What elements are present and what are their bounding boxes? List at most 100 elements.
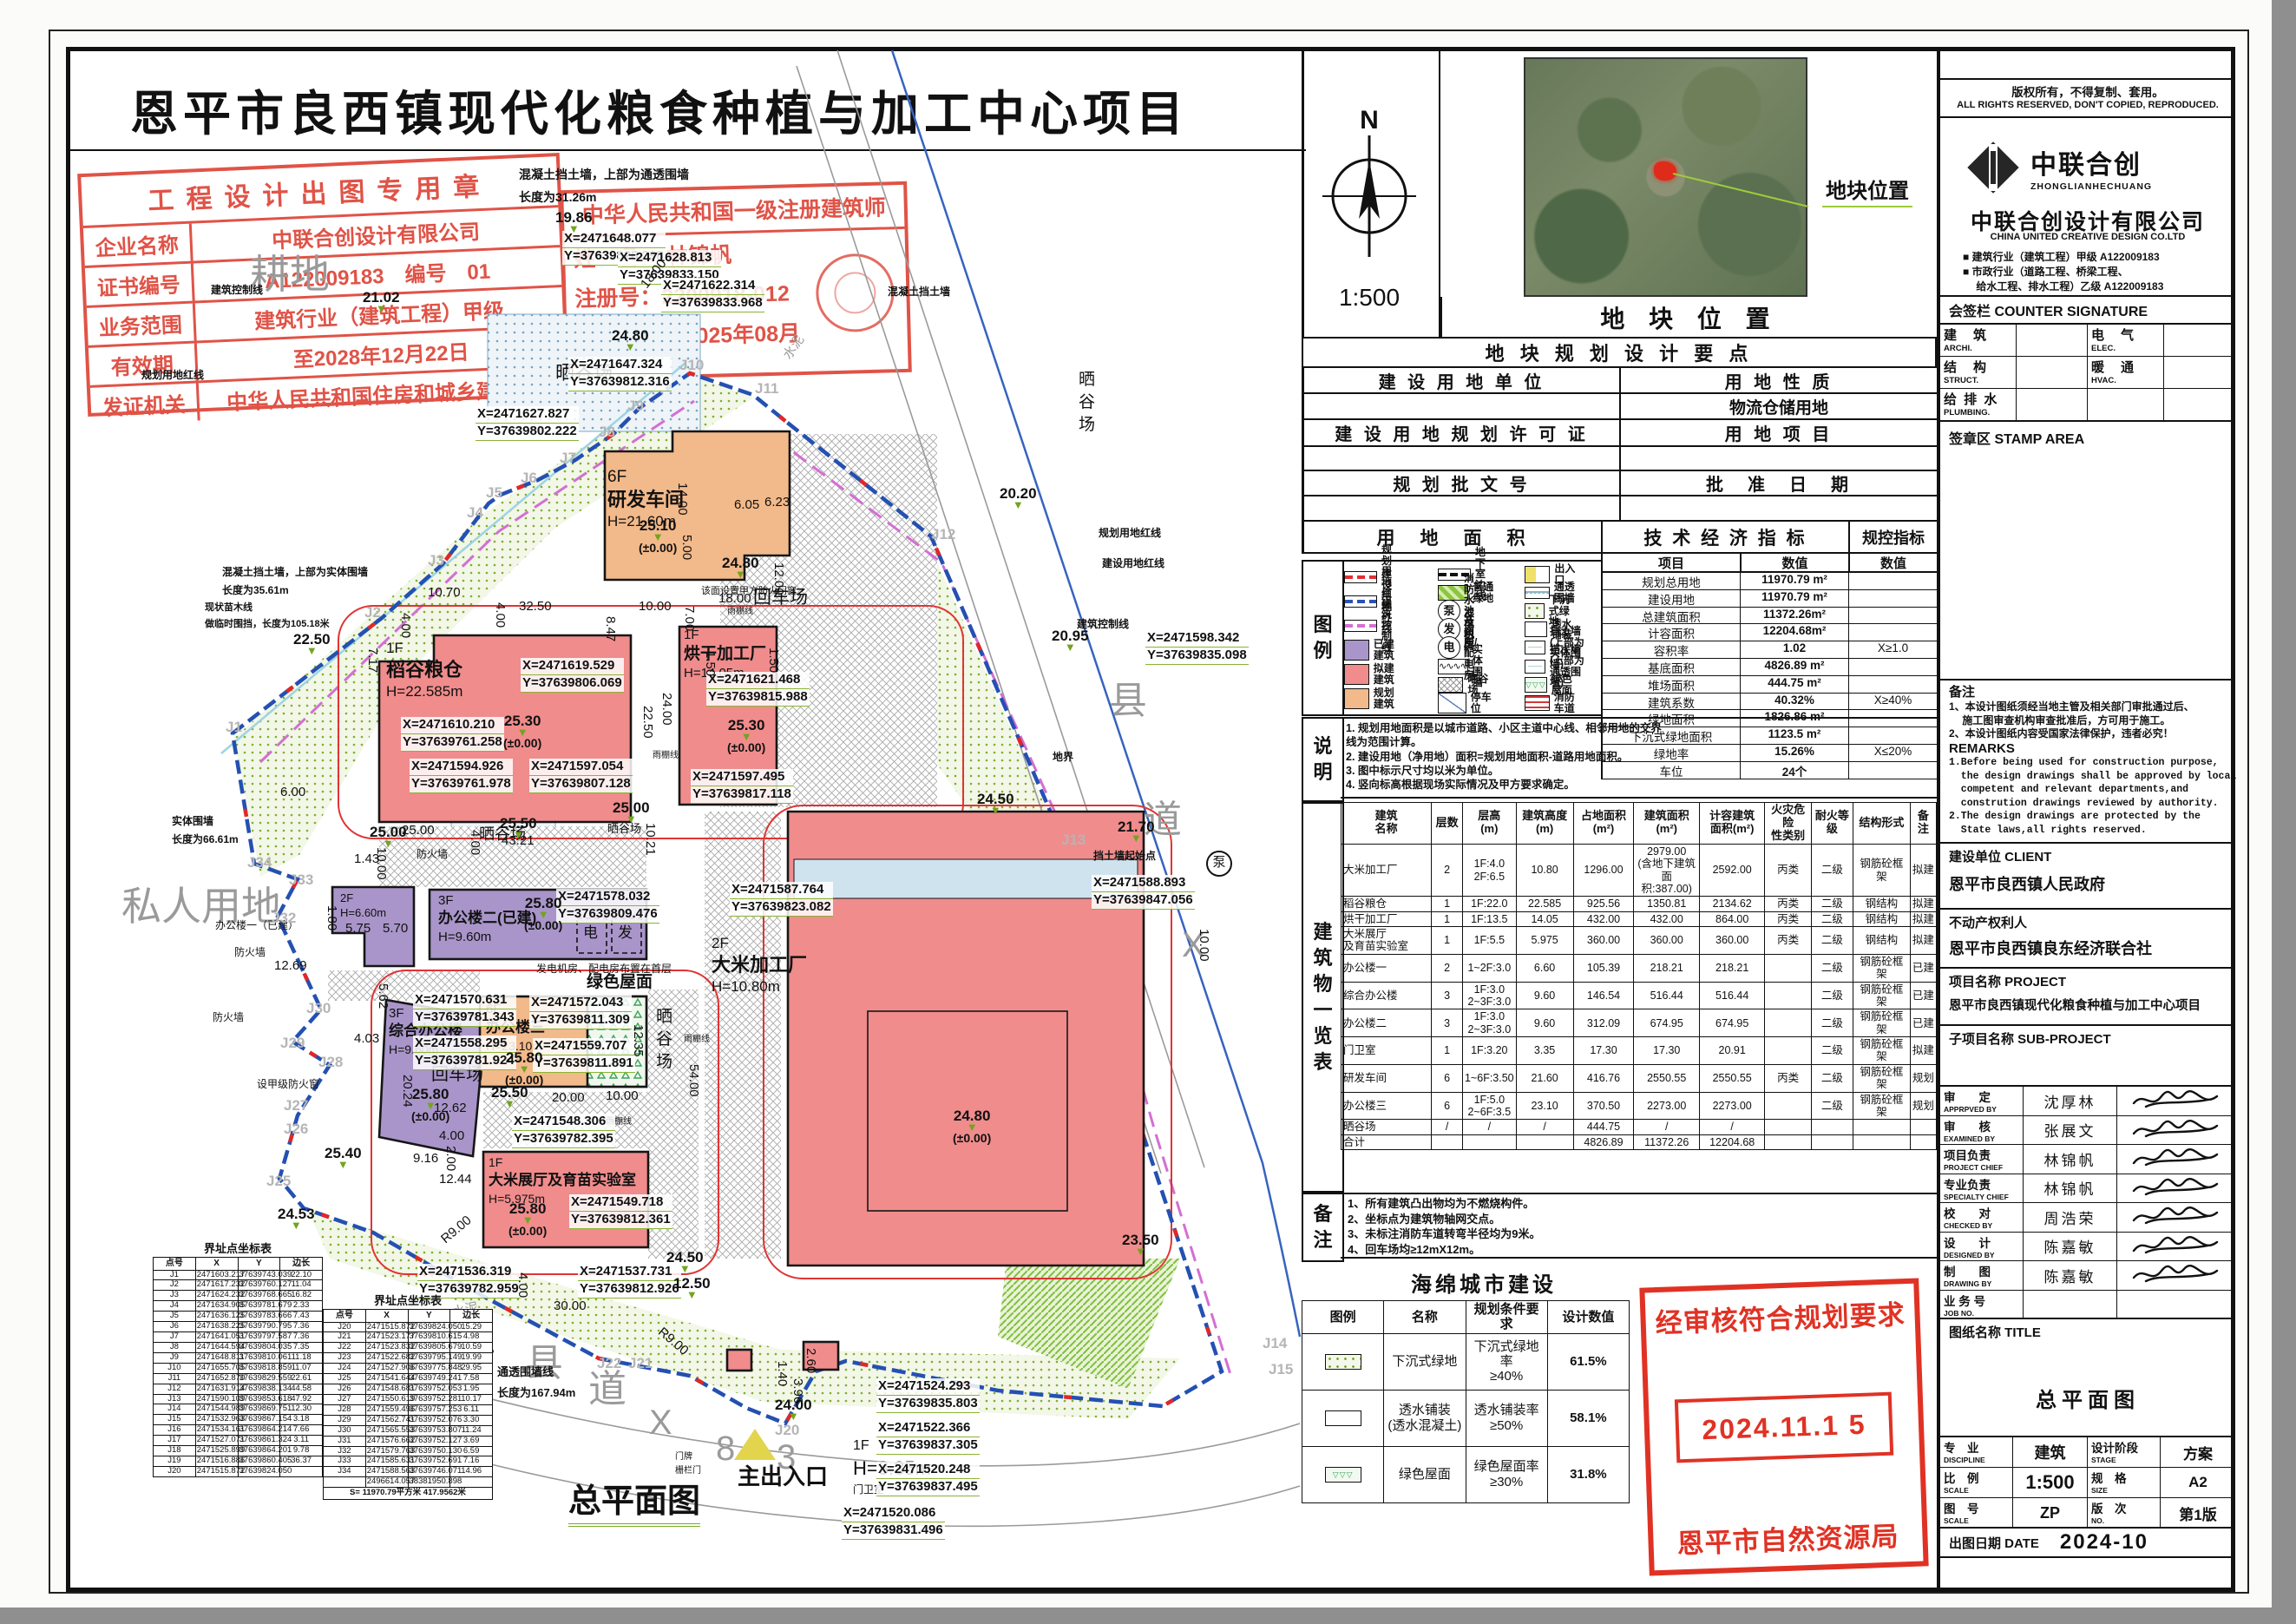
dimension-text: 18.00 — [718, 591, 751, 606]
legend-item: 建设用地红线 — [1344, 569, 1399, 634]
boundary-point-label: J3 — [428, 552, 444, 569]
plan-label: 综合办公楼 — [389, 1022, 462, 1039]
plan-label: 县 — [1109, 680, 1147, 722]
plan-label: 场 — [656, 1053, 673, 1071]
spot-elevation: 25.40▼ — [325, 1145, 362, 1171]
plan-label: H=9.60m — [438, 930, 492, 944]
dimension-text: 10.21 — [643, 823, 658, 856]
dimension-text: 6.00 — [280, 785, 306, 799]
compass-cell: N 1:500 — [1302, 49, 1440, 339]
boundary-point-label: J21 — [628, 1355, 653, 1371]
plan-label: 2F — [712, 935, 729, 951]
tech-value-5: 4826.89 m² — [1740, 659, 1848, 676]
plan-label: 混凝土挡土墙，上部为通透围墙 — [519, 168, 689, 181]
boundary-point-label: J20 — [775, 1422, 800, 1438]
boundary-point-label: J26 — [284, 1121, 309, 1137]
boundary-point-label: J7 — [560, 450, 576, 466]
building-col-header: 火灾危险 性类别 — [1764, 802, 1812, 845]
spot-elevation: 12.50▼ — [673, 1275, 711, 1301]
approval-signature — [2117, 1087, 2235, 1116]
plan-label: X — [649, 1404, 672, 1442]
boundary-point-label: J32 — [272, 910, 297, 926]
plan-label: 道 — [588, 1368, 626, 1410]
plan-label: H=22.585m — [386, 683, 463, 700]
remarks-en-text: 1.Before being used for construction pur… — [1949, 757, 2237, 836]
spot-elevation: 25.80▼(±0.00) — [524, 895, 563, 933]
svg-text:1:500: 1:500 — [1339, 284, 1400, 311]
kp-right-2: 用 地 项 目 — [1619, 420, 1937, 447]
dimension-text: 10.00 — [606, 1088, 639, 1103]
building-col-header: 建筑面积 (m²) — [1633, 802, 1700, 845]
dimension-text: 4.00 — [468, 830, 482, 856]
signature-icon — [2132, 1235, 2219, 1253]
date-label: 出图日期 DATE — [1949, 1535, 2039, 1551]
building-col-header: 结构形式 — [1852, 802, 1911, 845]
legend-swatch-icon — [1324, 1410, 1361, 1426]
tech-col-val: 数值 — [1740, 554, 1848, 573]
plan-label: 水泥 — [780, 332, 808, 363]
approval-line2: 恩平市自然资源局 — [1676, 1521, 1900, 1560]
spot-elevation: 25.80▼(±0.00) — [411, 1086, 450, 1124]
signature-icon — [2132, 1119, 2219, 1137]
spot-elevation: 24.80▼ — [722, 555, 759, 581]
dimension-text: R9.00 — [655, 1325, 692, 1358]
plan-label: 发 — [618, 924, 633, 941]
plan-label: 晒谷场 — [607, 822, 642, 835]
plan-label: 规划用地红线 — [1099, 527, 1162, 539]
spot-elevation: 25.80▼(±0.00) — [505, 1049, 544, 1088]
plan-label: 门牌 — [675, 1452, 692, 1462]
tech-reg-3 — [1848, 624, 1937, 642]
plan-label: 1F — [684, 628, 699, 642]
dimension-text: 6.23 — [764, 495, 790, 510]
boundary-point-label: J29 — [280, 1035, 305, 1051]
legend-swatch-icon — [1344, 664, 1369, 685]
spot-elevation: 25.00▼ — [370, 824, 407, 850]
approval-name: 沈厚林 — [2024, 1087, 2117, 1116]
plan-label: 雨棚线 — [653, 751, 679, 760]
building-col-header: 耐火等级 — [1810, 802, 1853, 845]
tech-value-6: 444.75 m² — [1740, 675, 1848, 694]
approval-name: 林锦帆 — [2024, 1174, 2117, 1203]
coord-col-header: X — [364, 1309, 409, 1323]
tech-value-7: 40.32% — [1740, 693, 1848, 711]
legend-swatch-icon — [1438, 676, 1464, 693]
kp-left-3 — [1302, 447, 1619, 471]
spot-elevation: 25.10▼(±0.00) — [639, 517, 678, 556]
legend-item: 停车位 — [1438, 692, 1492, 713]
legend-swatch-icon: ▽▽▽ — [1525, 676, 1547, 693]
legend-item-label: 建设用地红线 — [1381, 568, 1393, 635]
svg-text:N: N — [1360, 106, 1379, 135]
dimension-text: 4.00 — [398, 613, 413, 639]
approval-name — [2024, 1290, 2117, 1319]
plan-label: 防火墙 — [213, 1011, 245, 1023]
plan-label: 防火墙 — [417, 848, 449, 860]
client-label: 建设单位 CLIENT — [1949, 850, 2052, 865]
spot-elevation: 25.30▼(±0.00) — [503, 713, 542, 751]
legend-item-label: 发电机房 — [1464, 607, 1475, 652]
main-entrance-label: 主出入口 — [738, 1463, 829, 1489]
